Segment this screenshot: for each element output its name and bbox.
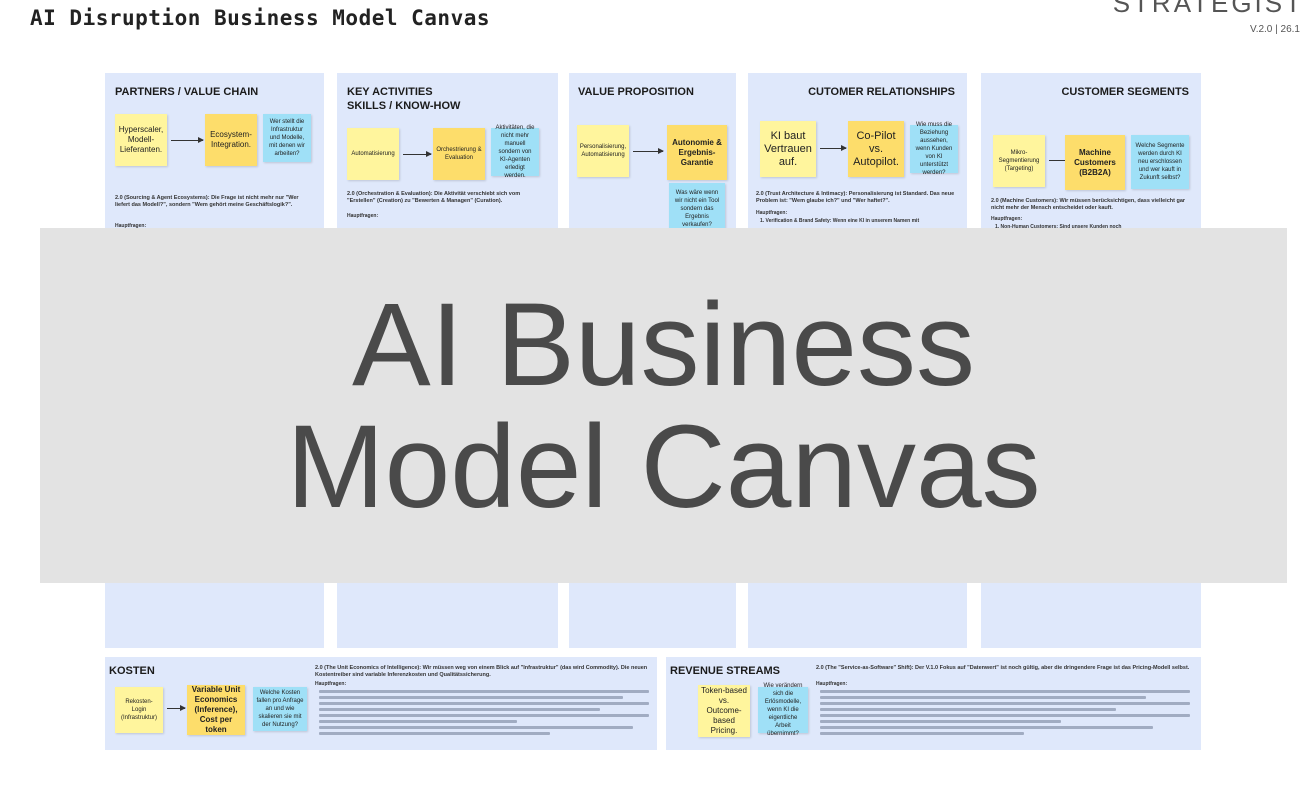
sticky-note: Mikro-Segmentierung (Targeting) xyxy=(993,135,1045,187)
sticky-note: Aktivitäten, die nicht mehr manuell sond… xyxy=(491,125,539,179)
panel-segments-title: CUSTOMER SEGMENTS xyxy=(1061,86,1189,98)
version-label: V.2.0 | 26.1 xyxy=(1249,24,1300,35)
sticky-note: Co-Pilot vs. Autopilot. xyxy=(848,121,904,177)
flow-arrow xyxy=(403,151,432,157)
flow-arrow xyxy=(820,145,847,151)
panel-segments-item: 1. Non-Human Customers: Sind unsere Kund… xyxy=(995,224,1122,230)
panel-relationships-subhead: Hauptfragen: xyxy=(756,210,788,216)
panel-revenue-title: REVENUE STREAMS xyxy=(670,665,781,677)
sticky-note: KI baut Vertrauen auf. xyxy=(760,121,816,177)
brand-logo-text: STRATEGIST xyxy=(1112,0,1304,18)
sticky-note: Wer stellt die Infrastruktur und Modelle… xyxy=(263,114,311,162)
panel-revenue-text: 2.0 (The "Service-as-Software" Shift): D… xyxy=(816,665,1190,671)
flow-arrow xyxy=(171,137,204,143)
panel-costs-body-lines xyxy=(319,690,649,738)
panel-revenue-body-lines xyxy=(820,690,1190,738)
panel-relationships-item: 1. Verification & Brand Safety: Wenn ein… xyxy=(760,218,920,224)
panel-activities-subhead: Hauptfragen: xyxy=(347,213,379,219)
panel-segments-text: 2.0 (Machine Customers): Wir müssen berü… xyxy=(991,198,1186,211)
sticky-note: Hyperscaler, Modell-Lieferanten. xyxy=(115,114,167,166)
panel-segments-subhead: Hauptfragen: xyxy=(991,216,1023,222)
sticky-note: Welche Segmente werden durch KI neu ersc… xyxy=(1131,135,1189,189)
sticky-note: Token-based vs. Outcome-based Pricing. xyxy=(698,685,750,737)
panel-activities-text: 2.0 (Orchestration & Evaluation): Die Ak… xyxy=(347,191,521,204)
sticky-note: Wie verändern sich die Erlösmodelle, wen… xyxy=(758,683,808,737)
panel-partners-subhead: Hauptfragen: xyxy=(115,223,147,229)
sticky-note: Was wäre wenn wir nicht ein Tool sondern… xyxy=(669,183,725,235)
page-title: AI Disruption Business Model Canvas xyxy=(30,6,491,30)
panel-costs-title: KOSTEN xyxy=(109,665,155,677)
sticky-note: Wie muss die Beziehung aussehen, wenn Ku… xyxy=(910,122,958,176)
sticky-note: Welche Kosten fallen pro Anfrage an und … xyxy=(253,687,307,731)
panel-revenue-subhead: Hauptfragen: xyxy=(816,681,848,687)
panel-partners-title: PARTNERS / VALUE CHAIN xyxy=(115,86,259,98)
sticky-note: Variable Unit Economics (Inference), Cos… xyxy=(187,685,245,735)
panel-activities-title: KEY ACTIVITIES SKILLS / KNOW-HOW xyxy=(347,86,461,112)
sticky-note: Ecosystem-Integration. xyxy=(205,114,257,166)
sticky-note: Automatisierung xyxy=(347,128,399,180)
sticky-note: Autonomie & Ergebnis-Garantie xyxy=(667,125,727,180)
panel-costs: KOSTEN Rekosten-Login (Infrastruktur) Va… xyxy=(105,657,657,750)
panel-partners-text: 2.0 (Sourcing & Agent Ecosystems): Die F… xyxy=(115,195,299,208)
sticky-note: Rekosten-Login (Infrastruktur) xyxy=(115,687,163,733)
sticky-note: Machine Customers (B2B2A) xyxy=(1065,135,1125,190)
panel-revenue-streams: REVENUE STREAMS Token-based vs. Outcome-… xyxy=(666,657,1201,750)
overlay-title-line-1: AI Business xyxy=(351,278,976,411)
sticky-note: Orchestrierung & Evaluation xyxy=(433,128,485,180)
panel-relationships-title: CUTOMER RELATIONSHIPS xyxy=(808,86,955,98)
flow-arrow xyxy=(633,148,664,154)
panel-relationships-text: 2.0 (Trust Architecture & Intimacy): Per… xyxy=(756,191,955,204)
sticky-note: Personalisierung, Automatisierung xyxy=(577,125,629,177)
overlay-title-line-2: Model Canvas xyxy=(286,400,1041,533)
panel-value-title: VALUE PROPOSITION xyxy=(578,86,694,98)
title-overlay-banner: AI Business Model Canvas xyxy=(40,228,1287,583)
panel-costs-text: 2.0 (The Unit Economics of Intelligence)… xyxy=(315,665,648,678)
panel-costs-subhead: Hauptfragen: xyxy=(315,681,347,687)
flow-arrow xyxy=(167,705,186,711)
